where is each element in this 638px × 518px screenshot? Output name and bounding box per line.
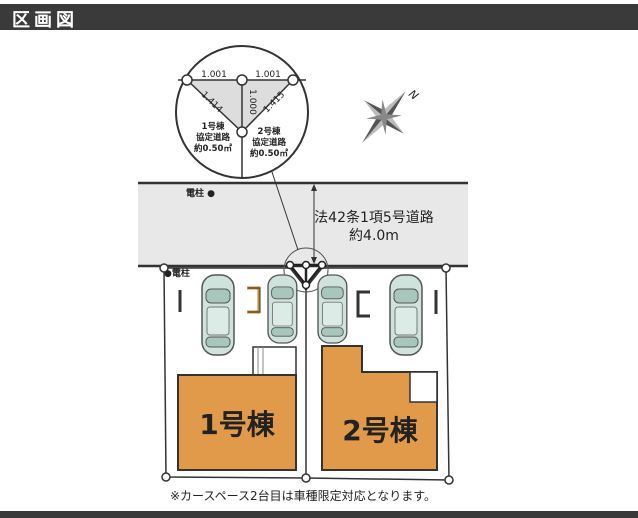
inset-lot1-label: 1号棟: [202, 121, 225, 132]
inset-lot1-road: 協定道路: [196, 132, 231, 143]
boundary-markers: [159, 263, 454, 485]
dim-center: 1.000: [247, 89, 257, 115]
building-1: 1号棟: [177, 346, 297, 471]
inset-lot2-area: 約0.50㎡: [250, 148, 288, 159]
compass-icon: [362, 90, 406, 144]
utility-pole-top: 電柱 ●: [186, 187, 215, 199]
footer-bar: [0, 511, 638, 518]
car-icon: [317, 274, 348, 344]
inset-lot1-area: 約0.50㎡: [194, 143, 232, 154]
road: 法42条1項5号道路 約4.0m 電柱 ● ●電柱: [138, 181, 468, 279]
parking-markers: [178, 286, 438, 318]
footnote: ※カースペース2台目は車種限定対応となります。: [170, 488, 436, 503]
page-title: 区画図: [12, 10, 78, 31]
utility-pole-left: ●電柱: [164, 267, 190, 279]
building-1-label: 1号棟: [199, 408, 275, 441]
header-bar: 区画図: [0, 4, 638, 31]
compass-north-label: N: [406, 87, 421, 102]
road-detail-inset: 1.001 1.001 1.414 1.000 1.415 1号棟 協定道路 約…: [175, 45, 309, 179]
building-2: 2号棟: [321, 345, 438, 471]
dim-top-right: 1.001: [255, 70, 281, 80]
car-icon: [201, 274, 235, 356]
car-icon: [267, 274, 298, 344]
inset-lot2-road: 協定道路: [252, 137, 287, 148]
inset-lot2-label: 2号棟: [258, 126, 281, 137]
road-label: 法42条1項5号道路: [314, 209, 434, 226]
building-2-label: 2号棟: [342, 414, 418, 447]
dim-top-left: 1.001: [201, 70, 227, 80]
car-icon: [389, 274, 423, 356]
road-width: 約4.0m: [349, 228, 399, 244]
